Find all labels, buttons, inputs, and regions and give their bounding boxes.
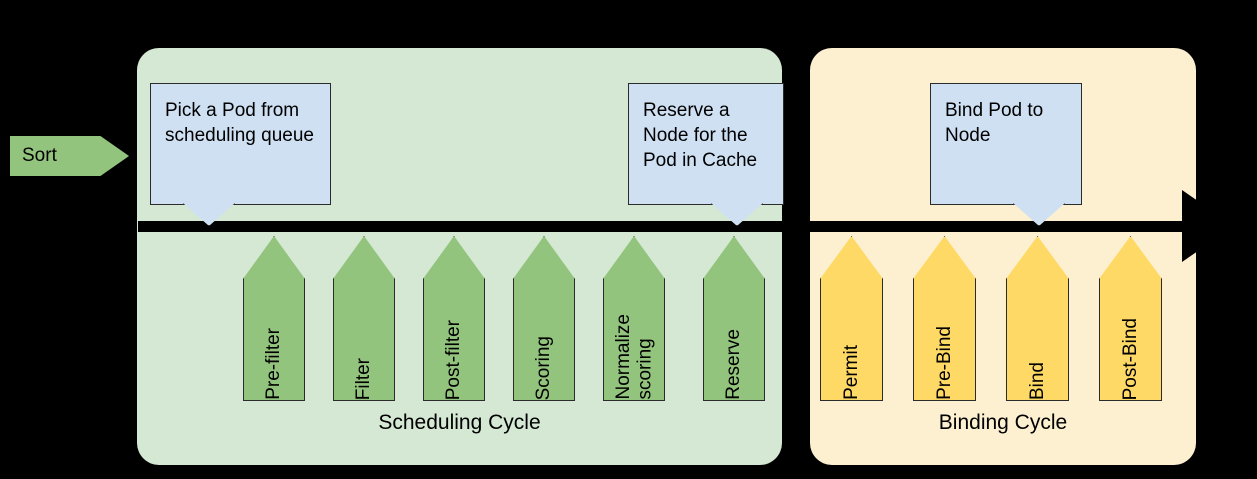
stage-post-filter-label: Post-filter — [443, 319, 465, 400]
callout-pick-pod-text: Pick a Pod from scheduling queue — [165, 100, 314, 147]
sort-label: Sort — [22, 145, 57, 166]
timeline-arrowhead-icon — [1182, 190, 1234, 262]
callout-pick-pod: Pick a Pod from scheduling queue — [150, 83, 331, 226]
binding-timeline-bar — [810, 221, 1186, 232]
callout-bind-pod-text: Bind Pod to Node — [945, 100, 1044, 147]
callout-reserve-node-text: Reserve a Node for the Pod in Cache — [643, 100, 758, 172]
sort-arrow-shape — [10, 136, 129, 176]
stage-pre-bind-label: Pre-Bind — [933, 326, 955, 400]
callout-bind-pod: Bind Pod to Node — [930, 83, 1082, 226]
stage-post-bind-label: Post-Bind — [1119, 317, 1141, 400]
stage-filter-label: Filter — [353, 357, 375, 400]
stage-pre-filter-label: Pre-filter — [263, 328, 285, 400]
stage-normalize-scoring-label: Normalize scoring — [612, 314, 655, 400]
stage-scoring-label: Scoring — [533, 335, 555, 400]
callout-reserve-node: Reserve a Node for the Pod in Cache — [628, 83, 784, 226]
stage-permit-label: Permit — [840, 345, 862, 400]
sort-stage-arrow: Sort — [10, 136, 129, 176]
stage-reserve-label: Reserve — [723, 329, 745, 400]
stage-bind-label: Bind — [1026, 361, 1048, 400]
scheduling-timeline-bar — [138, 221, 782, 232]
scheduling-cycle-label: Scheduling Cycle — [378, 411, 541, 434]
binding-cycle-label: Binding Cycle — [938, 411, 1068, 434]
